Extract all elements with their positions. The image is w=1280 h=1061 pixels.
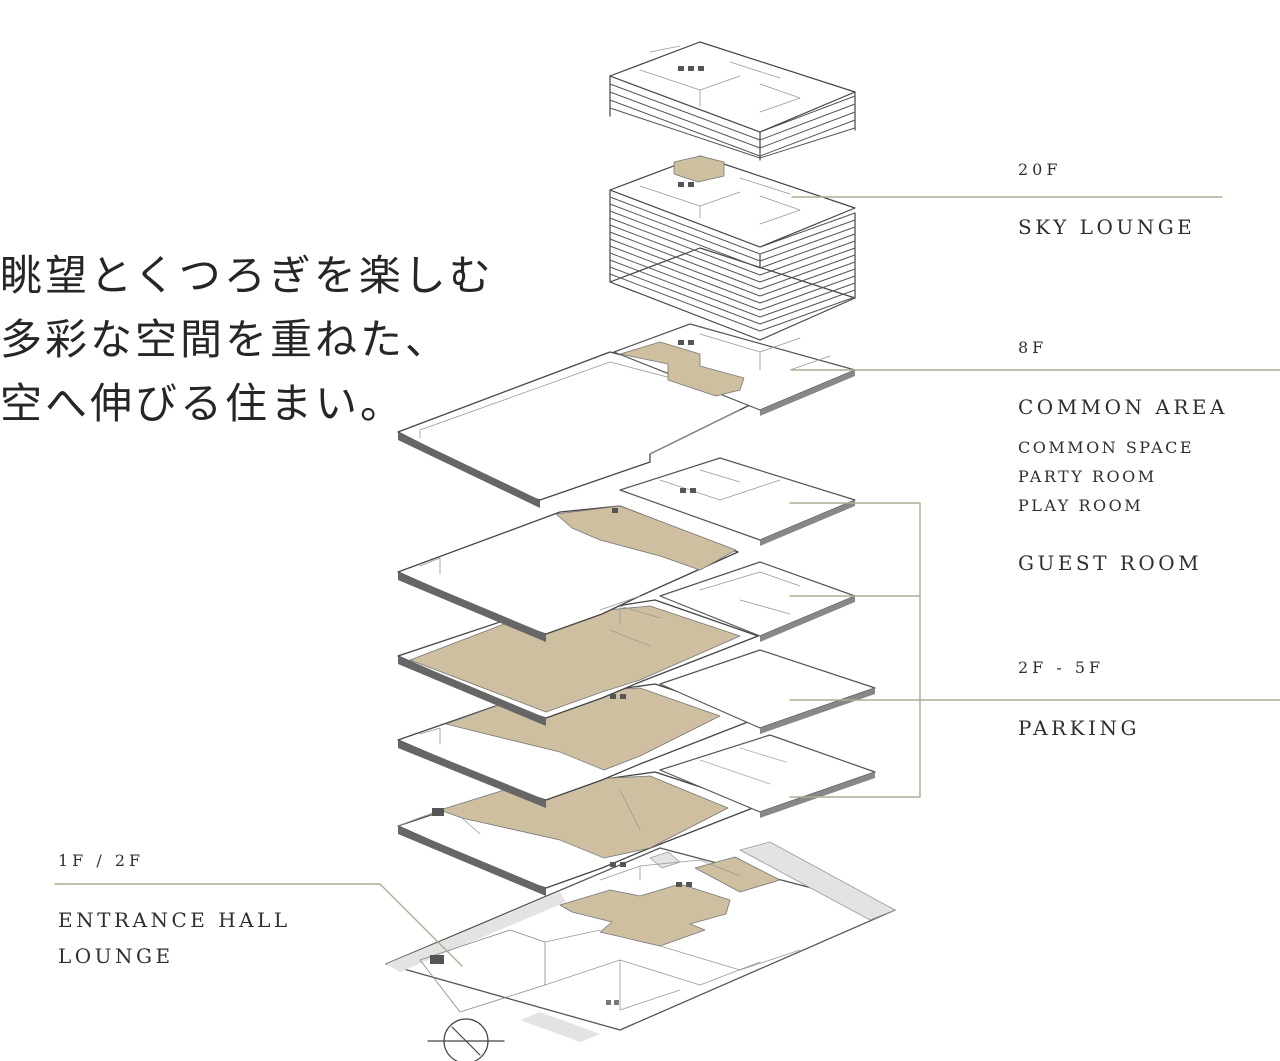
headline: 眺望とくつろぎを楽しむ 多彩な空間を重ねた、 空へ伸びる住まい。 xyxy=(0,244,494,436)
compass-north-icon xyxy=(427,1018,505,1061)
label-1f2f-floor: 1F / 2F xyxy=(58,851,145,870)
slab-8f xyxy=(397,323,856,508)
slab-5f xyxy=(397,457,856,642)
headline-line-3: 空へ伸びる住まい。 xyxy=(0,379,406,428)
label-8f-floor: 8F xyxy=(1018,338,1048,357)
label-1f2f-title-2: LOUNGE xyxy=(58,944,174,968)
label-8f-item: COMMON SPACE xyxy=(1018,438,1195,457)
slab-1f xyxy=(385,841,896,1042)
slab-2f xyxy=(397,734,876,896)
leader-guest-bracket xyxy=(789,502,921,798)
label-8f-item: PARTY ROOM xyxy=(1018,467,1157,486)
label-2f5f-title: PARKING xyxy=(1018,716,1140,740)
stack-top xyxy=(609,41,856,161)
headline-line-2: 多彩な空間を重ねた、 xyxy=(0,315,451,364)
headline-line-1: 眺望とくつろぎを楽しむ xyxy=(0,251,494,300)
label-8f-title: COMMON AREA xyxy=(1018,395,1228,419)
label-8f-title2: GUEST ROOM xyxy=(1018,551,1203,575)
label-20f-title: SKY LOUNGE xyxy=(1018,215,1196,239)
leader-1f xyxy=(54,883,463,967)
label-2f5f-floor: 2F - 5F xyxy=(1018,658,1105,677)
label-20f-floor: 20F xyxy=(1018,160,1062,179)
leader-lines xyxy=(54,196,1280,967)
stack-residential xyxy=(609,155,856,341)
label-1f2f-title-1: ENTRANCE HALL xyxy=(58,908,291,932)
label-8f-item: PLAY ROOM xyxy=(1018,496,1144,515)
